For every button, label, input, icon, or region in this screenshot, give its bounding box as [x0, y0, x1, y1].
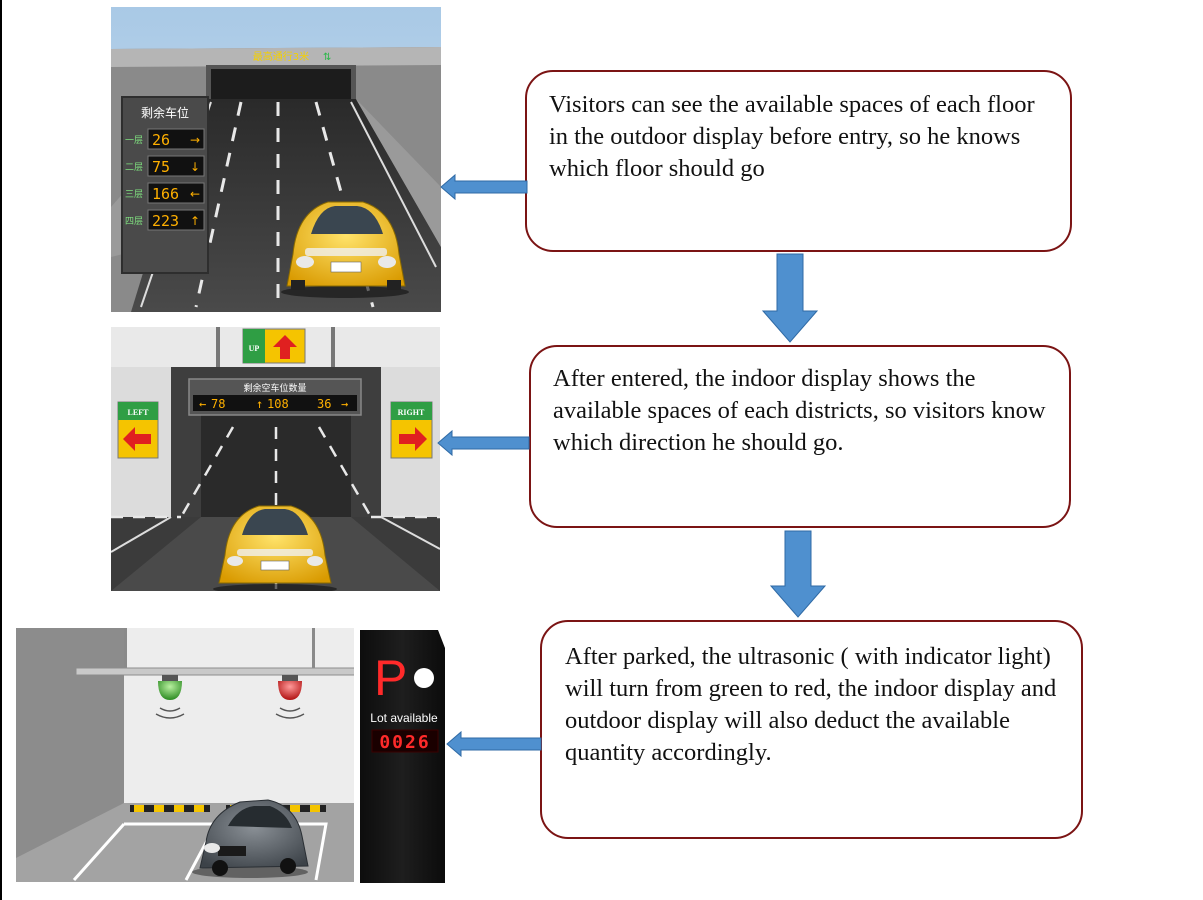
floor-label: 一层	[125, 135, 143, 146]
parked-car	[192, 799, 309, 878]
floor-row: 三层 166 ←	[125, 182, 205, 204]
floor-label: 三层	[125, 189, 143, 200]
lot-available-display: P Lot available 0026	[358, 630, 447, 883]
up-sign-label: UP	[249, 344, 260, 353]
floor-arrow-icon: ←	[190, 187, 200, 201]
floor-count: 223	[152, 212, 179, 230]
tunnel-height-sign: 最高通行3米	[253, 50, 309, 63]
lot-available-label: Lot available	[370, 711, 438, 725]
left-district-count: 78	[211, 397, 225, 411]
left-flow-arrow-icon	[440, 173, 528, 201]
floor-arrow-icon: →	[190, 133, 200, 147]
step-1-callout: Visitors can see the available spaces of…	[525, 70, 1072, 252]
floor-row: 二层 75 ↓	[125, 155, 205, 177]
red-ultrasonic-sensor-icon	[275, 675, 305, 719]
green-ultrasonic-sensor-icon	[155, 675, 185, 719]
lot-available-count: 0026	[379, 732, 430, 753]
step-3-callout: After parked, the ultrasonic ( with indi…	[540, 620, 1083, 839]
car-rear-view	[281, 201, 409, 298]
parking-bay-scene	[16, 628, 354, 882]
up-direction-sign: UP	[242, 328, 306, 364]
step-1-text: Visitors can see the available spaces of…	[549, 91, 1035, 182]
down-flow-arrow-icon	[769, 530, 827, 618]
floor-row: 一层 26 →	[125, 128, 205, 150]
left-direction-sign: LEFT	[117, 401, 159, 459]
right-direction-sign: RIGHT	[390, 401, 433, 459]
left-arrow-icon	[123, 427, 151, 451]
outdoor-board-title: 剩余车位	[141, 105, 189, 120]
floor-count: 26	[152, 131, 170, 149]
up-arrow-icon	[273, 335, 297, 359]
down-flow-arrow-icon	[761, 253, 819, 343]
indoor-district-board: 剩余空车位数量 ← 78 ↑ 108 36 →	[188, 378, 362, 416]
floor-row: 四层 223 ↑	[125, 209, 205, 231]
floor-arrow-icon: ↓	[190, 160, 200, 174]
left-district-arrow-icon: ←	[199, 397, 206, 411]
outdoor-display-scene: 最高通行3米 ⇅ 剩余车位 一层 26 → 二层 75 ↓ 三层 166 ← 四层 223 ↑	[111, 7, 441, 312]
right-district-arrow-icon: →	[341, 397, 348, 411]
left-flow-arrow-icon	[446, 730, 542, 758]
right-sign-label: RIGHT	[398, 408, 425, 417]
parking-p-letter: P	[374, 650, 407, 706]
floor-count: 75	[152, 158, 170, 176]
indoor-board-title: 剩余空车位数量	[243, 382, 306, 394]
status-light-icon	[414, 668, 434, 688]
center-district-arrow-icon: ↑	[256, 397, 263, 411]
step-2-text: After entered, the indoor display shows …	[553, 365, 1046, 456]
left-sign-label: LEFT	[128, 408, 150, 417]
floor-arrow-icon: ↑	[190, 214, 200, 228]
center-district-count: 108	[267, 397, 289, 411]
page-left-border	[0, 0, 2, 900]
right-district-count: 36	[317, 397, 331, 411]
left-flow-arrow-icon	[437, 429, 530, 457]
car-rear-view	[213, 505, 337, 591]
up-down-arrows-icon: ⇅	[323, 52, 331, 63]
floor-label: 四层	[125, 216, 143, 227]
right-arrow-icon	[399, 427, 427, 451]
floor-label: 二层	[125, 162, 143, 173]
outdoor-floor-board: 剩余车位 一层 26 → 二层 75 ↓ 三层 166 ← 四层 223 ↑	[121, 96, 209, 274]
indoor-display-scene: UP LEFT RIGHT 剩余空车位数量 ← 78 ↑ 108 36 →	[111, 327, 440, 591]
step-3-text: After parked, the ultrasonic ( with indi…	[565, 643, 1057, 766]
floor-count: 166	[152, 185, 179, 203]
step-2-callout: After entered, the indoor display shows …	[529, 345, 1071, 528]
